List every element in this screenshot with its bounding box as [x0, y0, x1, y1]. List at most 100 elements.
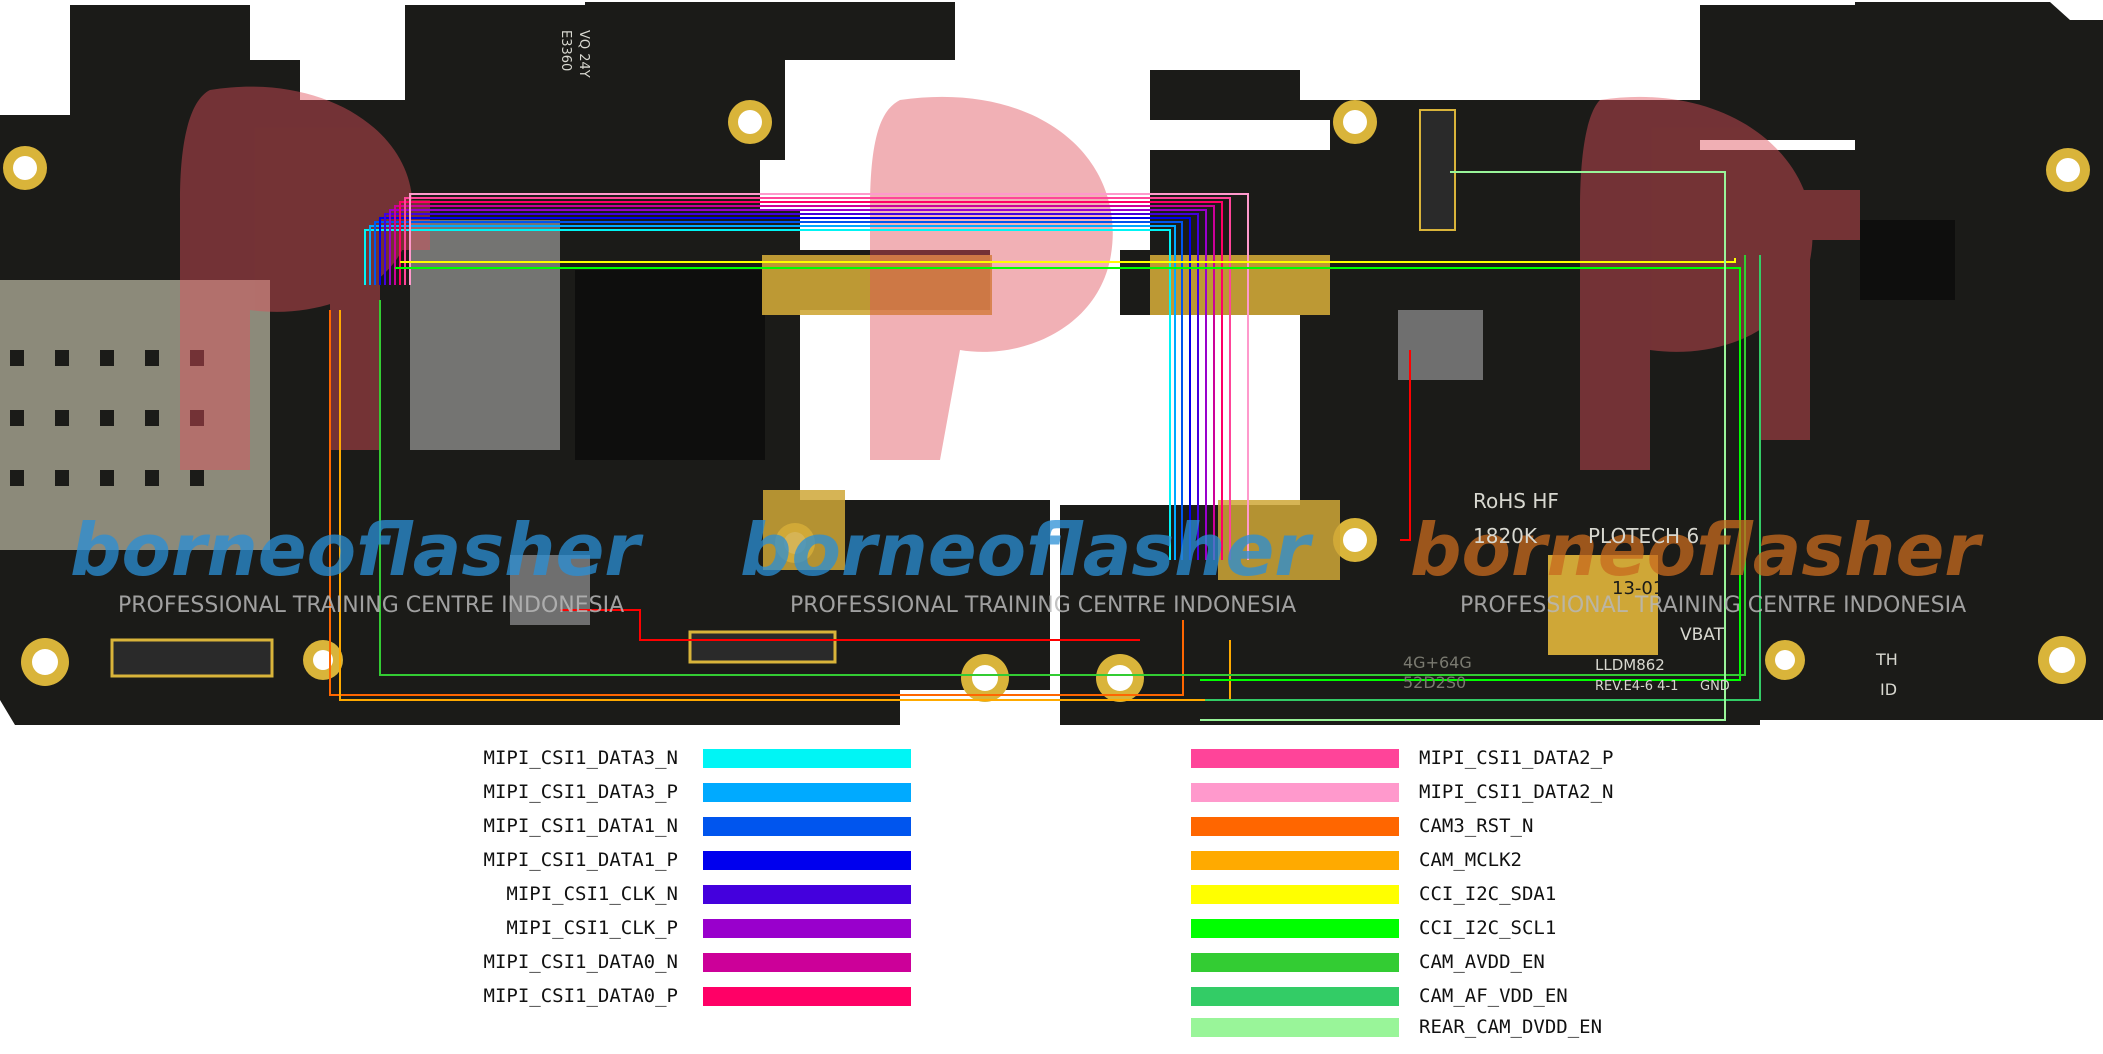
watermark-text: borneoflasher [740, 508, 1314, 592]
legend-item: MIPI_CSI1_CLK_P [0, 917, 930, 939]
legend-swatch [703, 953, 911, 972]
legend-item: MIPI_CSI1_DATA2_N [1190, 781, 1710, 803]
legend-label: CAM_AVDD_EN [1419, 951, 1545, 973]
silk-model: LLDM862 [1595, 656, 1665, 674]
logo-watermark [180, 86, 1860, 471]
legend-item: MIPI_CSI1_CLK_N [0, 883, 930, 905]
trace-cam3-rst [329, 310, 1184, 696]
pcb-board: borneoflasher borneoflasher borneoflashe… [0, 2, 2103, 725]
legend-label: CAM_AF_VDD_EN [1419, 985, 1568, 1007]
legend-item: CCI_I2C_SCL1 [1190, 917, 1710, 939]
silk-mem: 4G+64G [1403, 653, 1472, 672]
trace-cam-af-vdd [1205, 255, 1761, 701]
components [0, 109, 1955, 678]
legend-label: MIPI_CSI1_DATA2_N [1419, 781, 1614, 803]
trace-red-b [1400, 350, 1411, 541]
legend-swatch [1191, 783, 1399, 802]
legend-label: MIPI_CSI1_DATA2_P [1419, 747, 1614, 769]
legend-item: MIPI_CSI1_DATA2_P [1190, 747, 1710, 769]
gold-strip [763, 490, 845, 570]
silk-code: 1820K [1473, 524, 1538, 548]
legend-item: MIPI_CSI1_DATA1_N [0, 815, 930, 837]
gold-shield [1548, 555, 1658, 655]
legend-swatch [1191, 817, 1399, 836]
legend-item: CCI_I2C_SDA1 [1190, 883, 1710, 905]
legend-item: CAM_AF_VDD_EN [1190, 985, 1710, 1007]
top-connector [1419, 109, 1456, 231]
legend-swatch [1191, 885, 1399, 904]
legend-swatch [703, 885, 911, 904]
silk-th: TH [1875, 650, 1898, 669]
trace-data0-p [399, 201, 1223, 560]
camera-chip [1860, 220, 1955, 300]
silk-date: 13-01 [1612, 578, 1664, 599]
legend-label: MIPI_CSI1_DATA1_P [483, 849, 678, 871]
legend-label: CCI_I2C_SDA1 [1419, 883, 1557, 905]
legend-swatch [1191, 987, 1399, 1006]
legend-label: MIPI_CSI1_DATA0_N [483, 951, 678, 973]
trace-data0-n [394, 205, 1215, 560]
trace-cci-sda1 [400, 258, 1736, 263]
silk-chip2: E3360 [558, 30, 573, 71]
legend-item: MIPI_CSI1_DATA0_P [0, 985, 930, 1007]
legend-swatch [1191, 851, 1399, 870]
legend-item: CAM3_RST_N [1190, 815, 1710, 837]
legend-label: MIPI_CSI1_CLK_P [506, 917, 678, 939]
silk-gnd: GND [1700, 679, 1730, 694]
legend-swatch [703, 851, 911, 870]
watermark-subtext: PROFESSIONAL TRAINING CENTRE INDONESIA [1460, 593, 1966, 618]
legend-swatch [1191, 919, 1399, 938]
legend-item: REAR_CAM_DVDD_EN [1190, 1016, 1710, 1038]
silk-id: ID [1880, 680, 1897, 699]
trace-rear-dvdd [1200, 171, 1726, 721]
legend-swatch [1191, 1018, 1399, 1037]
legend-label: MIPI_CSI1_DATA3_P [483, 781, 678, 803]
silk-vbat: VBAT [1680, 625, 1725, 645]
legend-item: MIPI_CSI1_DATA3_P [0, 781, 930, 803]
legend-label: MIPI_CSI1_DATA3_N [483, 747, 678, 769]
legend-swatch [703, 749, 911, 768]
brand-watermark-sub: PROFESSIONAL TRAINING CENTRE INDONESIA P… [118, 593, 1966, 618]
legend-item: CAM_AVDD_EN [1190, 951, 1710, 973]
trace-cci-scl1 [395, 267, 1741, 681]
watermark-text: borneoflasher [70, 508, 644, 592]
gold-strip [762, 255, 992, 315]
trace-data1-n [374, 221, 1183, 560]
trace-cam-mclk2 [339, 310, 1231, 701]
trace-red-a [560, 609, 1140, 641]
legend-swatch [703, 919, 911, 938]
bga-chip [1398, 310, 1483, 380]
legend-label: CCI_I2C_SCL1 [1419, 917, 1557, 939]
sim-tray [0, 280, 270, 550]
brand-watermark: borneoflasher borneoflasher borneoflashe… [70, 508, 1984, 592]
legend-item: MIPI_CSI1_DATA1_P [0, 849, 930, 871]
legend-swatch [703, 817, 911, 836]
legend-label: MIPI_CSI1_DATA0_P [483, 985, 678, 1007]
memory-chip [575, 270, 765, 460]
trace-clk-p [389, 209, 1207, 560]
legend-item: MIPI_CSI1_DATA0_N [0, 951, 930, 973]
legend-label: CAM3_RST_N [1419, 815, 1534, 837]
legend-swatch [1191, 749, 1399, 768]
watermark-subtext: PROFESSIONAL TRAINING CENTRE INDONESIA [790, 593, 1296, 618]
center-connector [688, 630, 837, 664]
legend-label: MIPI_CSI1_DATA1_N [483, 815, 678, 837]
watermark-text: borneoflasher [1410, 508, 1984, 592]
trace-data2-p [404, 197, 1231, 560]
silk-lot: 52D2S0 [1403, 673, 1466, 692]
trace-data2-n [409, 193, 1249, 560]
legend-item: MIPI_CSI1_DATA3_N [0, 747, 930, 769]
legend-item: CAM_MCLK2 [1190, 849, 1710, 871]
pmic-chip [510, 555, 590, 625]
trace-data3-p [369, 225, 1176, 560]
trace-data3-n [364, 229, 1171, 560]
legend-swatch [703, 987, 911, 1006]
silkscreen: RoHS HF 1820K PLOTECH 6 13-01 VBAT 4G+64… [558, 30, 1898, 699]
signal-traces [329, 171, 1761, 721]
gold-strip [1150, 255, 1330, 315]
silk-rev: REV.E4-6 4-1 [1595, 679, 1678, 694]
watermark-subtext: PROFESSIONAL TRAINING CENTRE INDONESIA [118, 593, 624, 618]
legend-swatch [703, 783, 911, 802]
soc-chip [410, 220, 560, 450]
